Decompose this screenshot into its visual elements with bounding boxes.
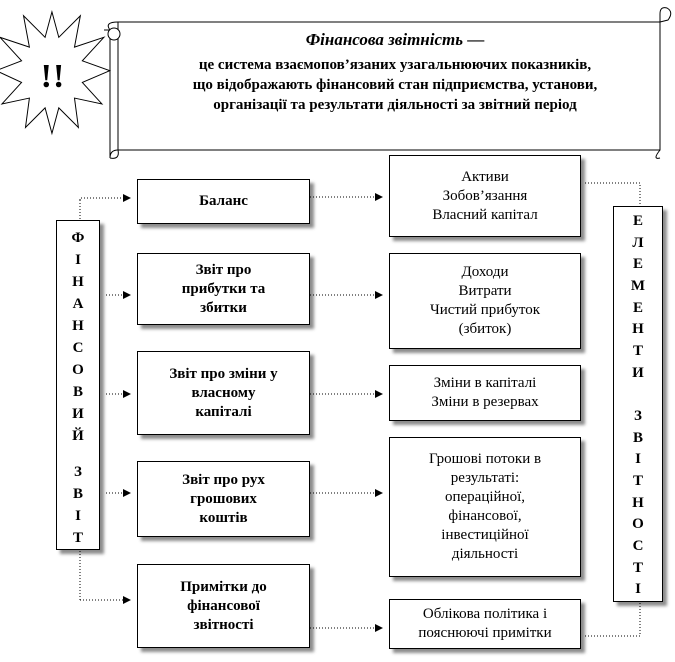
right-column-letter: І [635, 451, 641, 468]
definition-text: це система взаємопов’язаних узагальнюючи… [130, 55, 660, 115]
report-balance: Баланс [137, 179, 310, 224]
left-column-letter: И [72, 406, 84, 422]
right-column-letter: Н [632, 321, 644, 338]
left-column-letter: Н [72, 274, 84, 290]
right-column-letter: О [632, 516, 644, 533]
definition-dash: — [467, 30, 485, 49]
left-column-letter: О [72, 362, 84, 378]
definition-term: Фінансова звітність [305, 30, 464, 49]
definition-title: Фінансова звітність — [130, 30, 660, 50]
right-column-letter: И [632, 364, 644, 381]
left-column-letter: Ф [71, 230, 85, 246]
left-column-letter: А [72, 296, 84, 312]
definition-line: що відображають фінансовий стан підприєм… [192, 77, 598, 93]
right-column-letter: С [632, 538, 644, 555]
left-column-letter: С [72, 340, 84, 356]
right-column-letter: Е [632, 299, 643, 316]
right-column-letter: Е [632, 213, 643, 229]
scroll-banner [104, 7, 672, 159]
right-column-letter: Н [632, 494, 644, 511]
right-column-letter: Е [632, 256, 643, 273]
left-column-letter: В [72, 486, 83, 502]
right-column-letter: Т [632, 559, 643, 576]
starburst-icon [0, 9, 112, 136]
left-column-letter: В [72, 384, 83, 400]
left-column-letter: Й [72, 428, 84, 444]
left-column-letter: І [75, 508, 81, 524]
right-column-letter: З [634, 408, 642, 425]
left-column-letter: І [75, 252, 81, 268]
left-column-letter: Т [72, 530, 83, 546]
left-column-letter: Н [72, 318, 84, 334]
right-column-letter: І [635, 581, 641, 598]
definition-line: це система взаємопов’язаних узагальнюючи… [198, 57, 592, 73]
left-column-letter: З [74, 464, 82, 480]
right-column-letter: Т [632, 473, 643, 490]
definition-line: організації та результати діяльності за … [213, 97, 577, 113]
right-column-letter: Л [632, 234, 644, 251]
right-column-letter: В [632, 429, 643, 446]
right-column-letter: М [630, 278, 646, 295]
exclamation-burst: !! [40, 58, 66, 95]
right-column-letter: Т [632, 343, 643, 360]
